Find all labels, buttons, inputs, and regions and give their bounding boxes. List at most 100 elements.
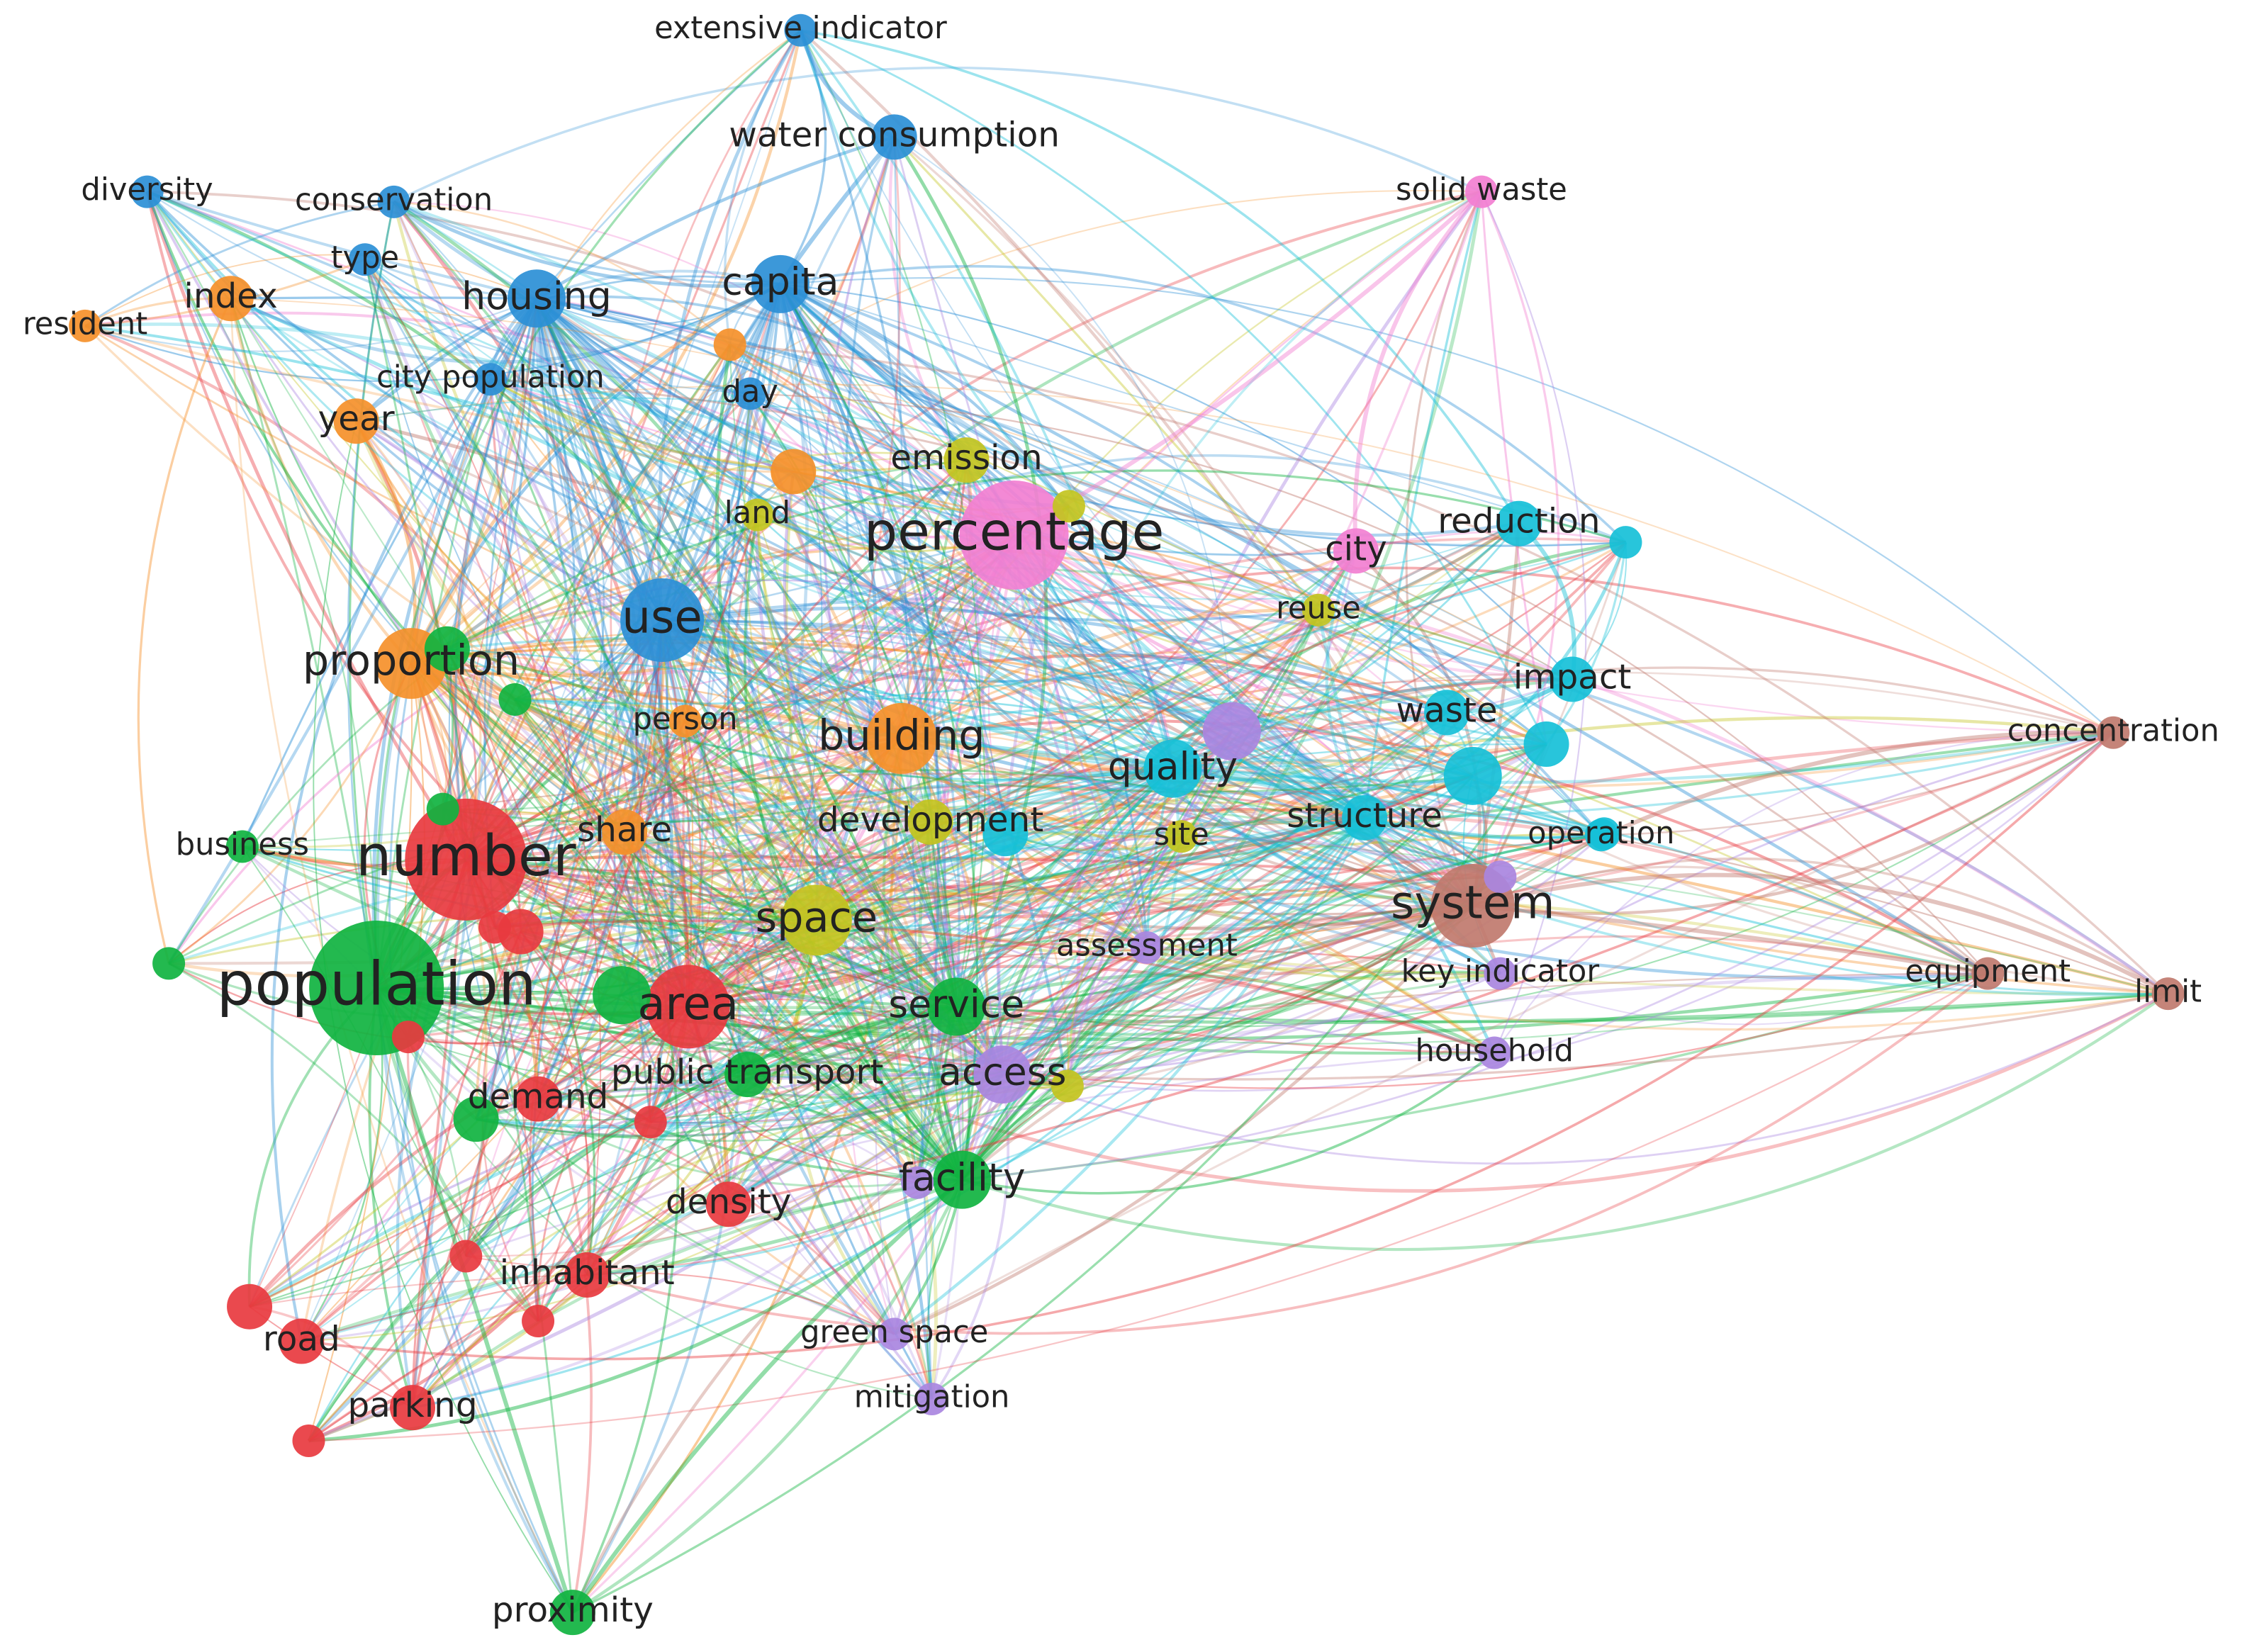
network-edge xyxy=(376,987,957,1047)
network-edge xyxy=(962,972,1988,1181)
network-edge xyxy=(1002,551,1357,1076)
network-edge xyxy=(1172,765,1501,878)
network-edge xyxy=(727,816,1365,1206)
network-edge xyxy=(465,136,896,860)
network-edge xyxy=(688,998,1003,1076)
network-edge xyxy=(490,378,1474,907)
network-edge xyxy=(535,297,1501,879)
label-proximity: proximity xyxy=(492,1590,654,1630)
node-index xyxy=(208,276,254,322)
network-edge xyxy=(917,731,2114,1184)
network-edge xyxy=(1013,534,1573,681)
network-edge xyxy=(514,699,963,1181)
network-edge xyxy=(610,29,802,1007)
network-edge xyxy=(687,1005,963,1181)
network-edge xyxy=(661,619,693,1007)
network-edge xyxy=(684,720,963,1180)
network-edge xyxy=(621,534,1015,996)
network-edge xyxy=(464,859,593,1613)
network-edge xyxy=(230,298,1573,680)
network-edge xyxy=(686,737,902,1007)
network-edge xyxy=(956,973,1496,1055)
label-equipment: equipment xyxy=(1905,954,2071,989)
network-edge xyxy=(146,190,1501,878)
network-edge xyxy=(846,534,1015,1334)
network-edge xyxy=(376,987,895,1335)
network-edge xyxy=(364,259,689,1008)
network-edge xyxy=(535,297,751,395)
node-conservation xyxy=(377,185,410,218)
network-edge xyxy=(408,994,622,1045)
node-building xyxy=(865,702,937,774)
network-edge xyxy=(301,30,802,1342)
network-edge xyxy=(687,814,1989,1008)
network-edge xyxy=(917,775,1474,1184)
network-edge xyxy=(356,419,1474,908)
network-edge xyxy=(376,534,1015,989)
network-edge xyxy=(662,619,1233,732)
network-edge xyxy=(1002,731,2114,1092)
network-edge xyxy=(376,534,1015,989)
network-edge xyxy=(799,30,1605,835)
network-edge xyxy=(901,522,1520,741)
network-edge xyxy=(536,298,1573,680)
network-edge xyxy=(961,992,2169,1252)
network-edge xyxy=(410,663,963,1181)
network-edge xyxy=(660,619,958,1008)
network-edge xyxy=(230,298,748,1075)
network-edge xyxy=(249,1072,1003,1308)
node-access xyxy=(973,1045,1032,1104)
network-edge xyxy=(729,343,1148,948)
node-mitigation xyxy=(915,1382,948,1415)
label-business: business xyxy=(176,827,309,862)
network-edge xyxy=(410,662,919,1184)
label-facility: facility xyxy=(899,1154,1026,1199)
network-edge xyxy=(960,742,1547,1181)
network-edge xyxy=(230,296,1174,770)
node-day xyxy=(734,377,767,410)
network-edge xyxy=(1172,767,1474,906)
network-edge xyxy=(682,283,782,1205)
node-limit xyxy=(2151,977,2185,1011)
network-edge xyxy=(624,816,1365,896)
network-edge xyxy=(410,344,732,665)
network-edge xyxy=(229,298,413,665)
network-edge xyxy=(465,743,1547,901)
network-edge xyxy=(536,298,1174,770)
network-edge xyxy=(901,541,1627,740)
network-edge xyxy=(242,819,2168,995)
network-edge xyxy=(168,769,1501,965)
network-edge xyxy=(961,731,1233,1181)
network-edge xyxy=(930,797,1474,907)
network-edge xyxy=(727,730,1233,1206)
network-edge xyxy=(1002,972,1988,1077)
network-edge xyxy=(537,836,1182,1322)
label-solid-waste: solid waste xyxy=(1396,172,1567,208)
network-edge xyxy=(393,201,731,346)
network-edge xyxy=(465,566,2114,861)
network-edge xyxy=(687,991,2169,1193)
network-edge xyxy=(301,731,2114,1361)
network-edge xyxy=(779,283,1605,835)
network-edge xyxy=(364,259,602,1276)
network-edge xyxy=(230,282,782,364)
network-edge xyxy=(442,736,902,816)
node-u3 xyxy=(1052,490,1085,523)
network-edge xyxy=(621,821,931,996)
network-edge xyxy=(586,767,1174,1276)
network-edge xyxy=(901,731,2114,789)
network-edge xyxy=(301,1073,1004,1343)
network-edge xyxy=(536,297,1015,536)
network-edge xyxy=(1002,876,1501,1075)
network-edge xyxy=(893,816,1366,1336)
network-edge xyxy=(650,522,1520,1123)
network-edge xyxy=(961,833,1602,1181)
network-edge xyxy=(354,420,817,922)
network-edge xyxy=(779,283,1069,1086)
network-edge xyxy=(779,30,827,285)
network-edge xyxy=(536,269,781,300)
network-edge xyxy=(535,298,958,1008)
network-edge xyxy=(393,66,1482,203)
network-edge xyxy=(1145,904,1474,975)
network-edge xyxy=(1002,833,1602,1076)
